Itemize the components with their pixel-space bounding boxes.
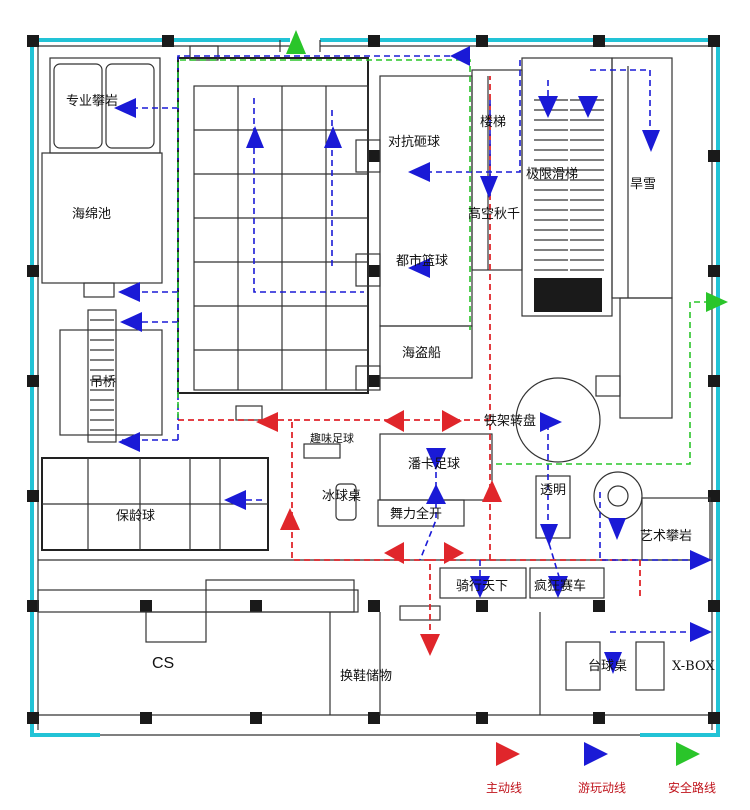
play-arrow [118,282,140,302]
trampoline-grid [177,45,369,394]
main-arrow [444,542,464,564]
center-zone [235,405,711,561]
legend-play-label: 游玩动线 [578,781,626,795]
play-arrow [426,484,446,504]
play-arrow [578,96,598,118]
main-arrow [482,480,502,502]
play-arrow [690,550,712,570]
label-foosball: 潘卡足球 [408,457,460,472]
play-arrow [118,432,140,452]
play-arrow [426,448,446,470]
label-fun-football: 趣味足球 [310,431,354,445]
label-confront-ball: 对抗砸球 [388,135,440,150]
label-slide-area: 极限滑梯 [526,167,578,182]
play-arrow [120,312,142,332]
top-entrance [279,40,321,52]
label-shoe-storage: 换鞋储物 [340,668,392,684]
legend-safe-label: 安全路线 [668,780,716,795]
legend-safe-arrow [676,742,700,766]
play-arrow [540,412,562,432]
play-arrow [540,524,558,546]
label-city-basketball: 都市篮球 [396,253,448,269]
play-arrow [470,576,490,598]
label-high-swing: 高空秋千 [468,206,520,222]
safe-arrow [706,292,728,312]
play-flow-arrows [114,46,712,674]
main-arrow [420,634,440,656]
left-column [41,57,269,551]
label-ice-hockey: 冰球桌 [322,489,361,504]
room-labels: 专业攀岩 海绵池 吊桥 保龄球 对抗砸球 都市篮球 海盗船 高空秋千 极限滑梯 … [66,94,715,684]
bottom-zone [37,559,712,715]
label-crazy-bumper: 疯狂赛车 [534,578,586,594]
bridge-slats [90,319,114,431]
label-riding: 骑行天下 [456,579,508,594]
play-arrow [480,176,498,198]
play-arrow [408,258,430,278]
play-arrow [604,652,622,674]
label-sponge-pool: 海绵池 [72,207,111,222]
legend: 主动线 游玩动线 安全路线 [486,742,716,795]
label-pirate-ship: 海盗船 [402,345,441,361]
play-arrow [538,96,558,118]
main-arrow [384,410,404,432]
play-arrow [114,98,136,118]
label-suspension-bridge: 吊桥 [90,375,116,390]
label-art-climbing: 艺术攀岩 [640,529,692,544]
main-arrow [384,542,404,564]
main-arrow [442,410,462,432]
legend-main-arrow [496,742,520,766]
label-transparent: 透明 [540,483,566,498]
main-flow-arrows [256,410,502,656]
safe-route-arrows [286,30,728,312]
play-arrow [246,126,264,148]
pillars [27,35,720,724]
safe-arrow [286,30,306,54]
label-professional-climbing: 专业攀岩 [66,94,118,109]
play-arrow [690,622,712,642]
label-pool-table: 台球桌 [588,659,627,674]
play-arrow [642,130,660,152]
play-arrow [224,490,246,510]
label-cs: CS [152,655,174,672]
main-arrow [280,508,300,530]
slide-stripes [534,99,604,271]
main-arrow [256,412,278,432]
label-dry-snow: 旱雪 [630,177,656,192]
outer-walls [30,38,720,737]
play-arrow [324,126,342,148]
play-arrow [408,162,430,182]
play-arrow [548,576,568,598]
legend-play-arrow [584,742,608,766]
label-xbox: X-BOX [672,659,715,674]
play-arrow [608,518,626,540]
label-iron-turntable: 铁架转盘 [484,413,536,429]
label-stairs: 楼梯 [480,115,506,130]
label-bowling: 保龄球 [116,509,155,524]
label-dance-machine: 舞力全开 [390,506,442,522]
legend-main-label: 主动线 [486,781,522,795]
play-arrow [450,46,470,66]
